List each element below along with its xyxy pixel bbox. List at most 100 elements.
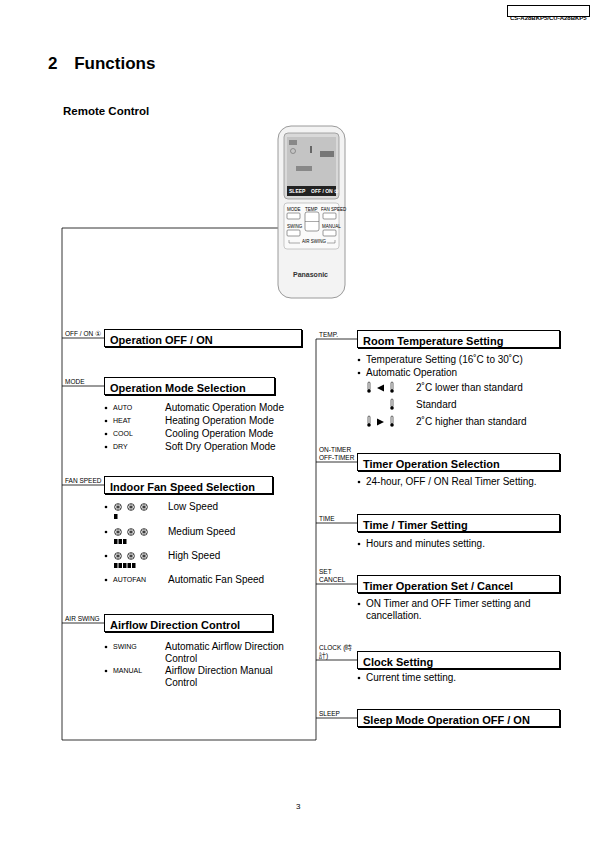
bullet <box>105 531 108 534</box>
option-code: COOL <box>113 430 133 438</box>
speed-bar <box>119 539 123 544</box>
speed-bar <box>132 563 136 568</box>
model-header-box: CS-A28BKP5/CU-A28BKP5 <box>507 5 590 17</box>
option-code: DRY <box>113 443 128 451</box>
bullet-text: Automatic Operation <box>366 367 457 379</box>
bullet <box>358 603 361 606</box>
button-name: FAN SPEED <box>65 477 105 484</box>
remote-button-label: MANUAL <box>322 224 341 229</box>
bullet-text: Temperature Setting (16˚C to 30˚C) <box>366 354 523 366</box>
remote-button-label: SWING <box>287 224 302 229</box>
thermometer-icon <box>390 382 394 393</box>
option-description: Heating Operation Mode <box>165 415 274 427</box>
option-description: Automatic Airflow Direction Control <box>165 641 300 665</box>
bullet-text: ON Timer and OFF Timer setting and cance… <box>366 598 551 622</box>
bracket-trunk <box>62 228 316 740</box>
fan-icon <box>128 529 135 536</box>
button-name: TIME <box>319 515 357 522</box>
function-box: ON-TIMER OFF-TIMERTimer Operation Select… <box>357 453 560 471</box>
temp-button <box>305 212 319 231</box>
function-box: AIR SWINGAirflow Direction Control <box>104 614 273 632</box>
function-heading: Clock Setting <box>363 654 433 670</box>
fan-icon <box>115 553 122 560</box>
option-description: Medium Speed <box>168 526 235 538</box>
lcd-thermo-icon <box>310 146 312 153</box>
option-description: 2˚C lower than standard <box>416 382 523 394</box>
function-heading: Timer Operation Selection <box>363 456 500 472</box>
function-box: MODEOperation Mode Selection <box>104 377 275 395</box>
remote-display-frame <box>284 133 339 199</box>
button-name: OFF / ON ① <box>65 330 105 337</box>
bullet <box>358 481 361 484</box>
fan-speed-bars <box>114 514 136 568</box>
remote-button-label: TEMP <box>305 207 318 212</box>
bullet <box>105 446 108 449</box>
option-code: SWING <box>113 643 137 651</box>
speed-bar <box>114 514 118 519</box>
remote-display-text: OFF / ON ① <box>311 188 338 194</box>
function-box: SET CANCELTimer Operation Set / Cancel <box>357 575 560 593</box>
fan-icon <box>141 553 148 560</box>
bullet <box>105 420 108 423</box>
remote-display-text: SLEEP <box>289 188 305 194</box>
fan-icon <box>128 504 135 511</box>
function-heading: Airflow Direction Control <box>110 617 240 633</box>
thermometer-icon <box>367 416 371 427</box>
bullet-dots <box>105 359 361 680</box>
function-heading: Sleep Mode Operation OFF / ON <box>363 712 530 728</box>
right-arrow <box>377 419 384 426</box>
thermometer-icon <box>367 382 371 393</box>
function-box: SLEEPSleep Mode Operation OFF / ON <box>357 709 560 727</box>
lcd-mode-icon <box>289 140 297 145</box>
function-box: TIMETime / Timer Setting <box>357 514 560 532</box>
fan-speed-button <box>323 213 336 219</box>
page-number: 3 <box>296 802 300 812</box>
function-heading: Room Temperature Setting <box>363 333 503 349</box>
bullet <box>358 372 361 375</box>
bullet-text: 24-hour, OFF / ON Real Timer Setting. <box>366 476 537 488</box>
remote-lcd <box>287 137 336 186</box>
left-arrow <box>377 385 384 392</box>
manual-button <box>323 230 336 236</box>
option-description: Soft Dry Operation Mode <box>165 441 276 453</box>
option-code: HEAT <box>113 417 131 425</box>
option-description: High Speed <box>168 550 220 562</box>
thermometer-icon <box>390 416 394 427</box>
fan-speed-icons <box>115 504 148 560</box>
option-code: AUTO <box>113 404 132 412</box>
option-description: Standard <box>416 399 457 411</box>
function-heading: Indoor Fan Speed Selection <box>110 479 255 495</box>
speed-bar <box>114 539 118 544</box>
button-name: TEMP. <box>319 331 357 338</box>
brand-logo: Panasonic <box>293 271 328 279</box>
function-heading: Operation OFF / ON <box>110 332 213 348</box>
button-name: AIR SWING <box>65 615 105 622</box>
option-code: MANUAL <box>113 667 142 675</box>
option-description: Automatic Fan Speed <box>168 574 264 586</box>
function-heading: Time / Timer Setting <box>363 517 468 533</box>
bullet <box>105 506 108 509</box>
option-code: AUTOFAN <box>113 576 146 584</box>
fan-icon <box>115 529 122 536</box>
option-description: Airflow Direction Manual Control <box>165 665 300 689</box>
bullet <box>358 359 361 362</box>
bullet <box>105 646 108 649</box>
option-description: Cooling Operation Mode <box>165 428 273 440</box>
bullet-text: Current time setting. <box>366 672 456 684</box>
button-name: ON-TIMER OFF-TIMER <box>319 446 357 461</box>
speed-bar <box>123 563 127 568</box>
remote-button-label: FAN SPEED <box>321 207 346 212</box>
leader-lines-right <box>316 339 357 718</box>
section-title: 2 Functions <box>48 54 155 74</box>
fan-icon <box>141 504 148 511</box>
remote-button-label: AIR SWING <box>302 239 326 244</box>
bullet-text: Hours and minutes setting. <box>366 538 485 550</box>
speed-bar <box>114 563 118 568</box>
fan-icon <box>128 553 135 560</box>
function-box: OFF / ON ①Operation OFF / ON <box>104 329 302 347</box>
option-description: 2˚C higher than standard <box>416 416 527 428</box>
function-box: FAN SPEEDIndoor Fan Speed Selection <box>104 476 273 494</box>
function-box: TEMP.Room Temperature Setting <box>357 330 560 348</box>
mode-button <box>287 213 300 219</box>
